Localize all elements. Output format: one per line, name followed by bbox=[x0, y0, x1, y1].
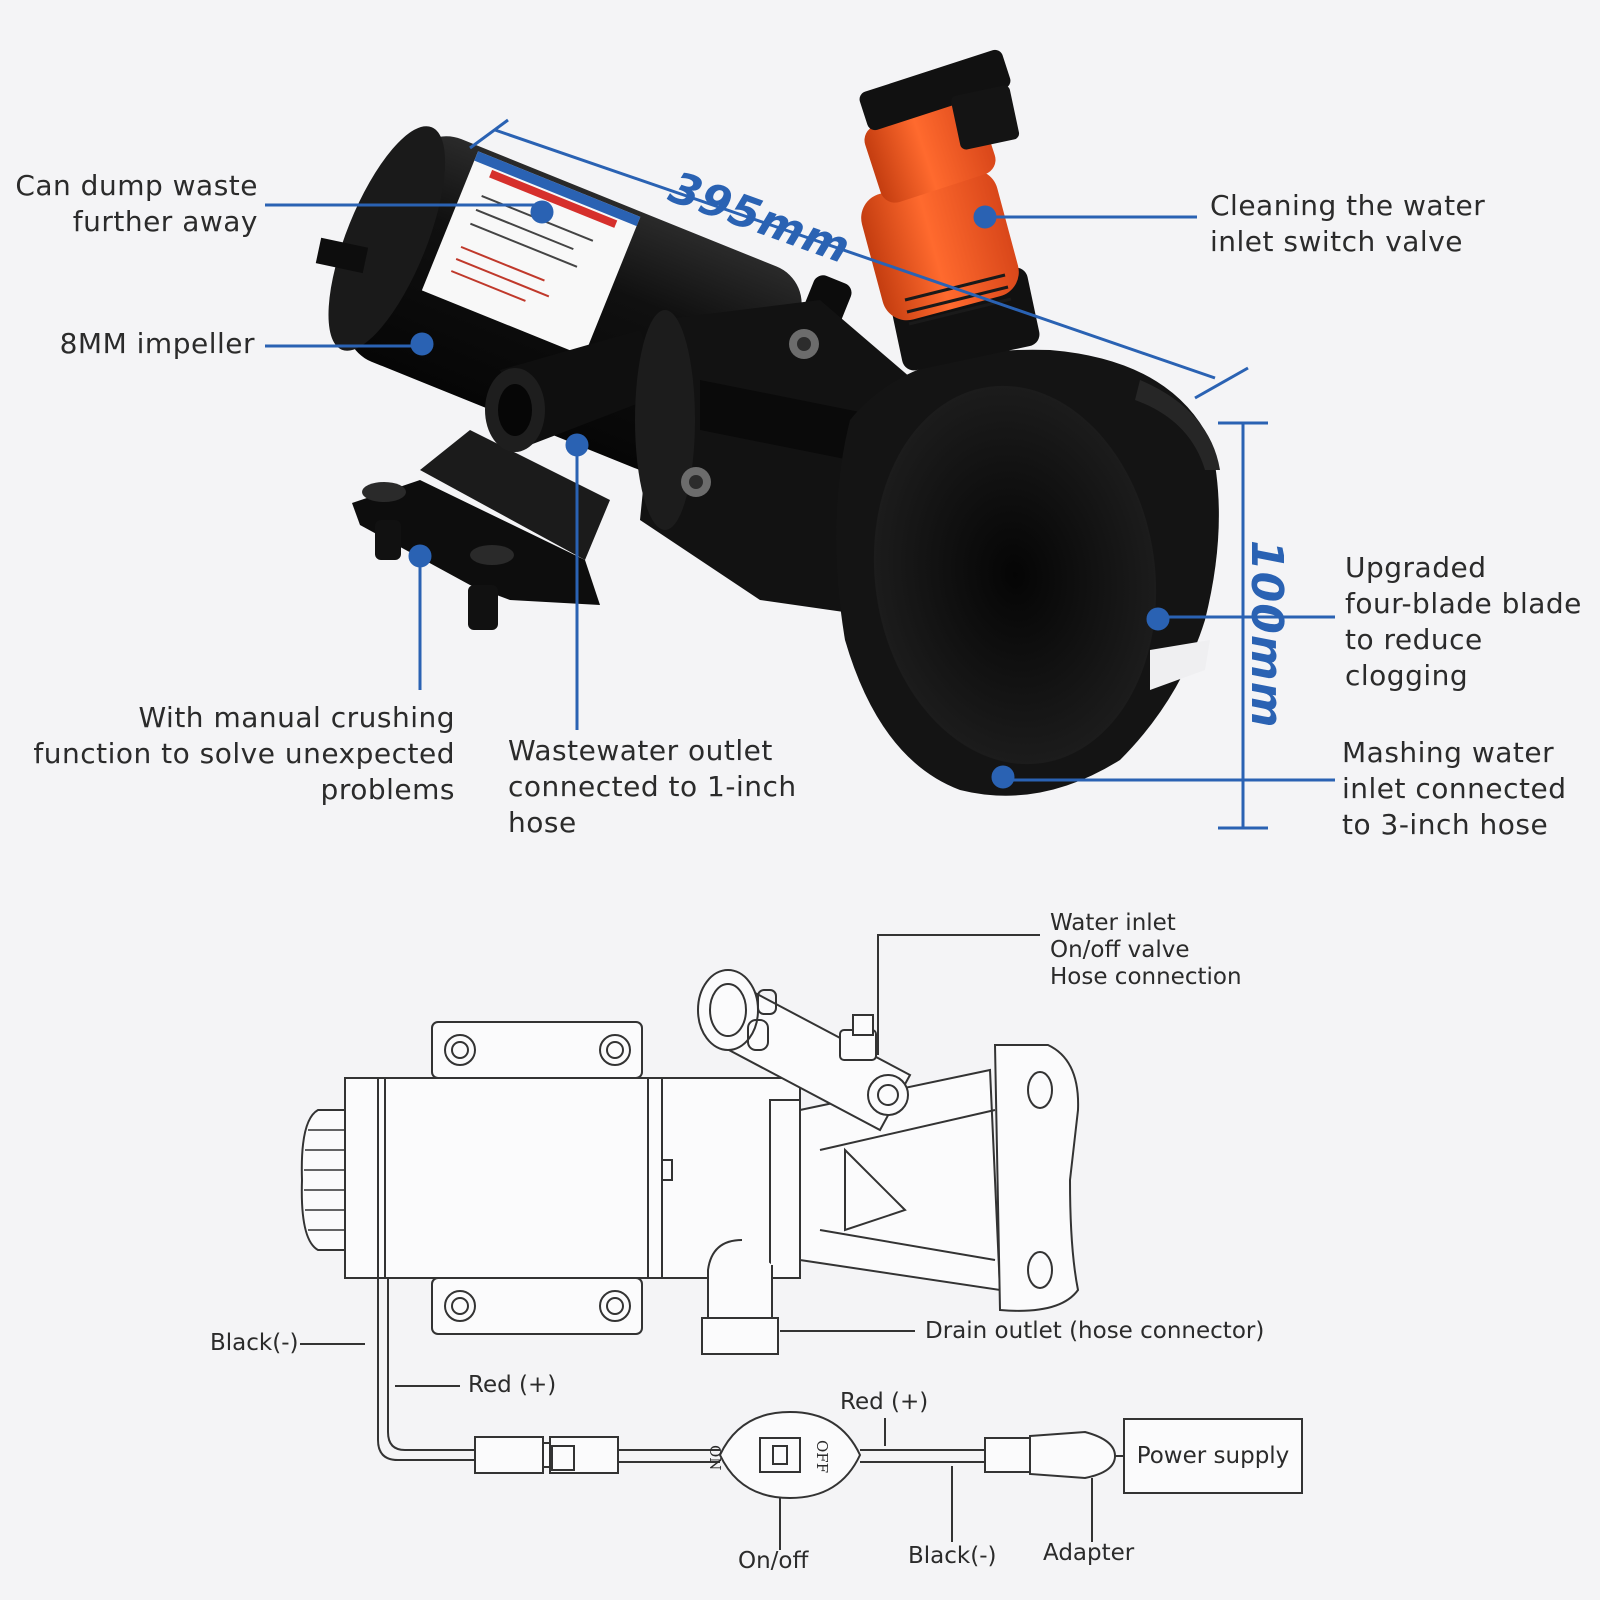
wiring-diagram bbox=[300, 934, 1123, 1550]
label-cleaning-valve: Cleaning the water inlet switch valve bbox=[1210, 188, 1485, 260]
label-line: Water inlet bbox=[1050, 910, 1176, 936]
label-line: Can dump waste bbox=[15, 169, 258, 202]
switch-off-text: OFF bbox=[813, 1440, 831, 1474]
label-mashing-inlet: Mashing water inlet connected to 3-inch … bbox=[1342, 735, 1567, 843]
callout-manual-crushing bbox=[408, 544, 432, 690]
callout-dump-waste bbox=[265, 200, 554, 224]
label-line: Wastewater outlet bbox=[508, 734, 773, 767]
label-on-off: On/off bbox=[738, 1548, 809, 1574]
valve-assembly bbox=[859, 49, 1040, 371]
label-line: Upgraded bbox=[1345, 551, 1487, 584]
power-supply-box: Power supply bbox=[1123, 1418, 1303, 1494]
length-dimension-line bbox=[469, 118, 1249, 400]
label-line: problems bbox=[320, 773, 455, 806]
callout-mashing-inlet bbox=[991, 765, 1335, 789]
label-red-right: Red (+) bbox=[840, 1389, 929, 1415]
label-line: Hose connection bbox=[1050, 964, 1242, 990]
label-line: Cleaning the water bbox=[1210, 189, 1486, 222]
label-drain-outlet: Drain outlet (hose connector) bbox=[925, 1318, 1265, 1344]
label-line: With manual crushing bbox=[138, 701, 455, 734]
outlet-nozzle bbox=[485, 330, 668, 452]
label-line: inlet connected bbox=[1342, 772, 1567, 805]
label-line: Mashing water bbox=[1342, 736, 1555, 769]
callout-four-blade bbox=[1146, 607, 1335, 631]
label-black-left: Black(-) bbox=[210, 1330, 299, 1356]
callout-wastewater-outlet bbox=[565, 433, 589, 730]
label-line: inlet switch valve bbox=[1210, 225, 1464, 258]
label-adapter: Adapter bbox=[1043, 1540, 1135, 1566]
label-line: hose bbox=[508, 806, 577, 839]
label-line: to 3-inch hose bbox=[1342, 808, 1549, 841]
callout-cleaning-valve bbox=[973, 205, 1197, 229]
label-water-inlet: Water inlet On/off valve Hose connection bbox=[1050, 910, 1242, 991]
label-manual-crushing: With manual crushing function to solve u… bbox=[33, 700, 455, 808]
label-dump-waste: Can dump waste further away bbox=[15, 168, 258, 240]
label-line: to reduce bbox=[1345, 623, 1483, 656]
switch-on-text: ON bbox=[706, 1445, 724, 1471]
label-line: further away bbox=[72, 205, 258, 238]
label-wastewater-outlet: Wastewater outlet connected to 1-inch ho… bbox=[508, 733, 797, 841]
label-line: 8MM impeller bbox=[59, 327, 255, 360]
label-impeller: 8MM impeller bbox=[60, 326, 255, 362]
height-dimension-line bbox=[1218, 421, 1268, 830]
label-four-blade: Upgraded four-blade blade to reduce clog… bbox=[1345, 550, 1582, 694]
label-red-left: Red (+) bbox=[468, 1372, 557, 1398]
label-line: function to solve unexpected bbox=[33, 737, 455, 770]
label-line: clogging bbox=[1345, 659, 1469, 692]
label-line: four-blade blade bbox=[1345, 587, 1582, 620]
inlet-mouth bbox=[836, 349, 1220, 796]
callout-impeller bbox=[265, 332, 434, 356]
mount-bracket bbox=[352, 430, 610, 630]
label-line: On/off valve bbox=[1050, 937, 1190, 963]
label-line: connected to 1-inch bbox=[508, 770, 797, 803]
power-supply-label: Power supply bbox=[1136, 1443, 1290, 1469]
label-black-bottom: Black(-) bbox=[908, 1543, 997, 1569]
height-dimension: 100mm bbox=[1241, 540, 1292, 729]
